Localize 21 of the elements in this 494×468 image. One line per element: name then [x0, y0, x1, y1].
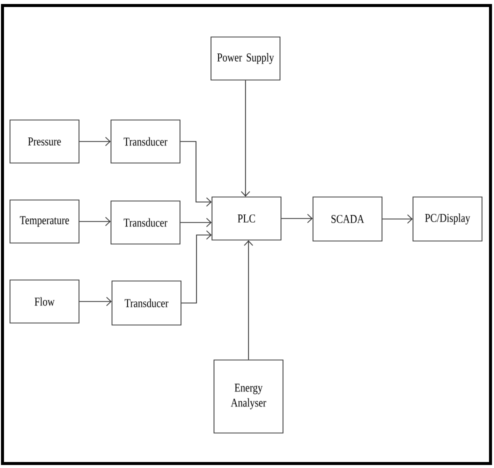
arrow	[181, 230, 212, 304]
arrow	[180, 218, 212, 228]
arrow	[240, 80, 250, 197]
box: Temperature	[10, 200, 80, 244]
box: Transducer	[110, 200, 180, 244]
box: PC/Display	[412, 196, 482, 242]
box: Transducer	[110, 120, 180, 164]
arrow	[79, 136, 111, 146]
box: Power Supply	[210, 36, 280, 80]
box: PLC	[212, 196, 282, 240]
arrow	[244, 240, 254, 360]
arrow	[281, 214, 313, 224]
arrow	[79, 216, 111, 226]
box: Energy Analyser	[214, 360, 284, 434]
box: SCADA	[312, 196, 382, 242]
box: Transducer	[112, 280, 182, 326]
box: Pressure	[10, 120, 80, 164]
arrow	[180, 141, 212, 207]
arrow	[382, 214, 413, 224]
arrow	[79, 296, 112, 306]
box: Flow	[10, 280, 80, 324]
